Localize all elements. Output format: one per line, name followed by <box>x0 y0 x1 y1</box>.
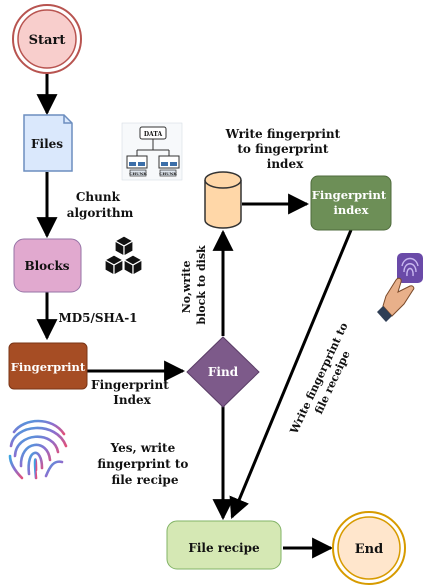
chunk-box-text: CHUNK <box>129 171 147 176</box>
fp-index-line: Fingerprint <box>91 378 169 392</box>
fingerprint-index-label: Fingerprint index <box>312 188 390 217</box>
fp-index-line: Index <box>113 393 151 407</box>
start-node: Start <box>12 4 82 74</box>
write-fp-recipe-label: Write fingerprint to file receipe <box>287 317 365 443</box>
disk-node <box>204 171 242 229</box>
no-write-label: No,write block to disk <box>180 245 208 325</box>
edges <box>36 72 353 559</box>
write-fp-index-label: Write fingerprint to fingerprint index <box>225 127 345 171</box>
blocks-label: Blocks <box>24 259 69 273</box>
data-chunk-icon: DATA CHUNK CHUNK <box>121 122 183 181</box>
files-label: Files <box>31 137 63 151</box>
yes-write-line: fingerprint to <box>97 457 188 471</box>
write-fp-index-line: index <box>267 157 304 171</box>
fingerprint-index-line: index <box>334 203 369 217</box>
files-node: Files <box>23 114 73 172</box>
yes-write-line: Yes, write <box>110 441 176 455</box>
start-label: Start <box>29 33 66 48</box>
write-fp-index-line: Write fingerprint <box>225 127 341 141</box>
fingerprint-label: Fingerprint <box>11 360 86 374</box>
fingerprint-icon <box>8 419 68 480</box>
edge-index-recipe <box>229 229 353 519</box>
blocks-node: Blocks <box>13 238 82 293</box>
yes-write-label: Yes, write fingerprint to file recipe <box>97 441 192 487</box>
find-node: Find <box>186 336 260 408</box>
yes-write-line: file recipe <box>112 473 179 487</box>
fp-index-label: Fingerprint Index <box>91 378 173 407</box>
file-recipe-label: File recipe <box>188 541 260 555</box>
chunk-box-text: CHUNK <box>159 171 177 176</box>
file-recipe-node: File recipe <box>166 520 282 570</box>
end-label: End <box>355 542 383 557</box>
hash-label: MD5/SHA-1 <box>58 311 137 325</box>
find-label: Find <box>208 365 239 379</box>
chunk-label-line: algorithm <box>67 206 134 220</box>
no-write-line: No,write <box>180 261 193 314</box>
write-fp-index-line: to fingerprint <box>237 142 329 156</box>
fingerprint-index-node: Fingerprint index <box>310 175 392 231</box>
chunk-label-line: Chunk <box>76 190 121 204</box>
cubes-icon <box>104 235 143 276</box>
chunk-label: Chunk algorithm <box>67 190 134 220</box>
no-write-line: block to disk <box>195 245 208 325</box>
fingerprint-node: Fingerprint <box>8 342 88 390</box>
fingerprint-scan-icon <box>377 253 423 322</box>
end-node: End <box>332 511 406 585</box>
fingerprint-index-line: Fingerprint <box>312 188 387 202</box>
data-chunk-text: DATA <box>144 131 163 138</box>
